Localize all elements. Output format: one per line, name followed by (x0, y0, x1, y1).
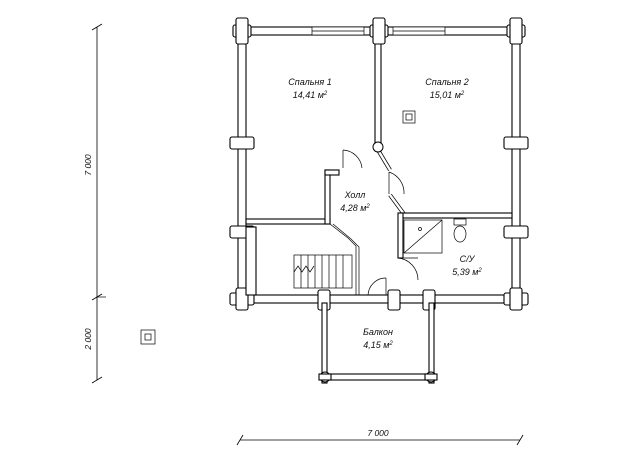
bathroom-fixtures (403, 218, 467, 254)
room-area-hall: 4,28 м2 (340, 203, 370, 213)
room-name-bedroom1: Спальня 1 (288, 77, 331, 87)
room-name-balcony: Балкон (363, 327, 393, 337)
room-name-bathroom: С/У (460, 254, 476, 264)
vent-marks (140, 110, 416, 345)
dimension-lines (91, 23, 524, 446)
toilet-icon (453, 225, 467, 243)
dimension-left-lower: 2 000 (83, 328, 93, 351)
room-area-bedroom1: 14,41 м2 (293, 90, 328, 100)
exterior-walls (237, 26, 521, 304)
vent-icon-balcony (140, 329, 156, 345)
room-area-bedroom2: 15,01 м2 (430, 90, 465, 100)
balcony-structure (318, 302, 438, 384)
staircase (293, 254, 353, 289)
room-name-hall: Холл (344, 190, 366, 200)
room-area-bathroom: 5,39 м2 (452, 267, 482, 277)
doors (342, 149, 419, 296)
windows (311, 26, 446, 36)
log-joints (229, 17, 529, 311)
room-area-balcony: 4,15 м2 (363, 340, 393, 350)
dimension-bottom: 7 000 (367, 428, 389, 438)
dimension-left-upper: 7 000 (83, 154, 93, 176)
vent-icon (402, 110, 416, 124)
shower-icon (403, 219, 443, 254)
column-icon (372, 141, 384, 153)
room-name-bedroom2: Спальня 2 (425, 77, 468, 87)
